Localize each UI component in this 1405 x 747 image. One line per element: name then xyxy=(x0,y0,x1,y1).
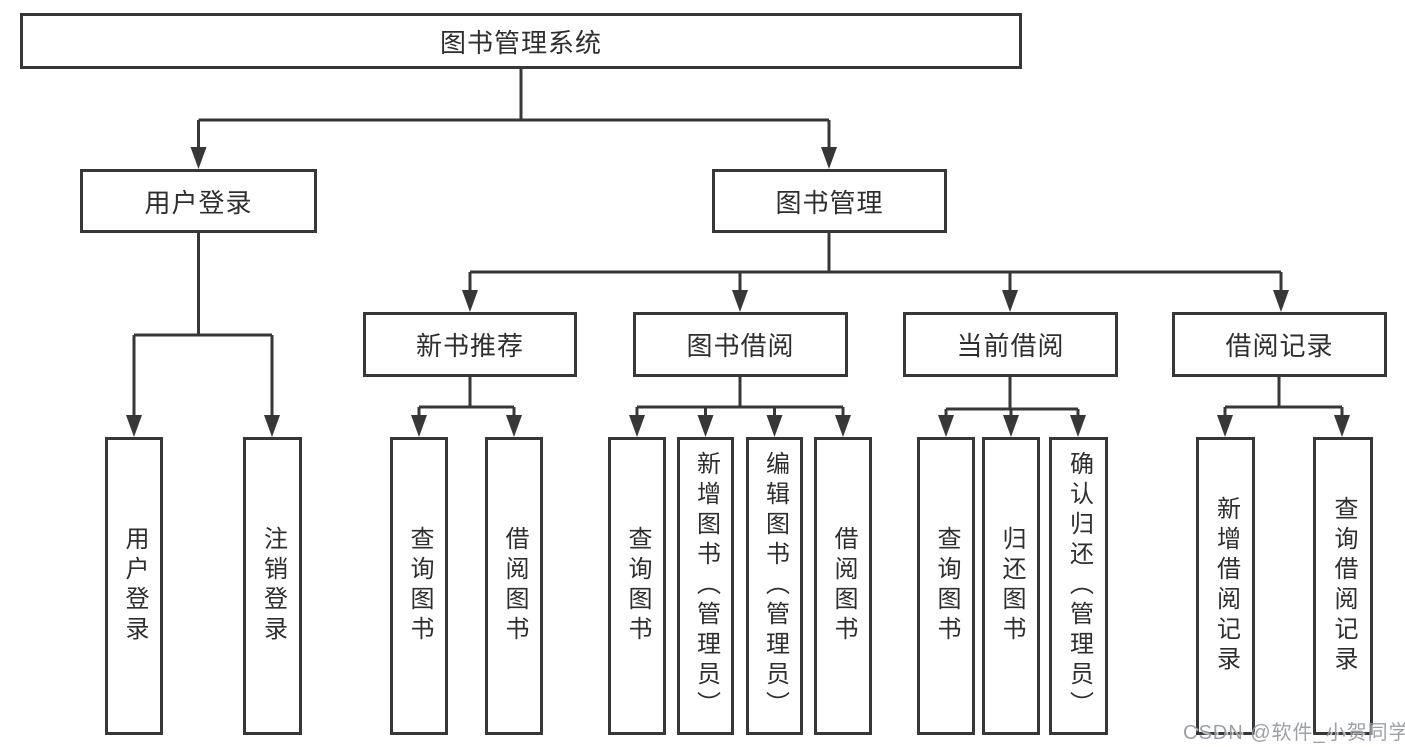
node-label: 图书管理系统 xyxy=(439,27,602,58)
node-book-management: 图书管理 xyxy=(712,169,947,233)
leaf-query-books-recommend: 查询图书 xyxy=(390,437,448,735)
node-label: 用户登录 xyxy=(144,187,253,218)
node-label: 借阅图书 xyxy=(830,526,857,646)
node-label: 注销登录 xyxy=(259,526,287,646)
node-label: 查询图书 xyxy=(406,526,433,646)
node-label: 归还图书 xyxy=(998,526,1025,646)
node-label: 图书借阅 xyxy=(686,331,795,361)
node-book-borrowing: 图书借阅 xyxy=(633,312,848,377)
csdn-watermark: CSDN @软件_小贺同学 xyxy=(1183,722,1405,744)
node-label: 当前借阅 xyxy=(956,331,1065,361)
leaf-borrow-books: 借阅图书 xyxy=(814,437,872,735)
node-label: 用户登录 xyxy=(121,526,148,646)
node-new-book-recommend: 新书推荐 xyxy=(363,312,577,377)
node-label: 确认归还（管理员） xyxy=(1065,451,1093,721)
leaf-confirm-return-admin: 确认归还（管理员） xyxy=(1049,437,1108,735)
node-label: 新增图书（管理员） xyxy=(692,451,720,721)
tree-edges xyxy=(132,66,1344,420)
node-label: 新增借阅记录 xyxy=(1212,496,1240,676)
node-label: 编辑图书（管理员） xyxy=(761,451,789,721)
node-user-login: 用户登录 xyxy=(80,169,317,233)
leaf-query-books-borrowing: 查询图书 xyxy=(608,437,666,735)
node-label: 借阅记录 xyxy=(1225,331,1334,361)
leaf-user-login: 用户登录 xyxy=(105,437,163,735)
leaf-return-books: 归还图书 xyxy=(982,437,1040,735)
node-borrow-records: 借阅记录 xyxy=(1172,312,1387,377)
arrowheads xyxy=(126,147,1350,437)
leaf-logout: 注销登录 xyxy=(243,437,302,735)
node-current-borrowing: 当前借阅 xyxy=(903,312,1118,377)
node-label: 查询借阅记录 xyxy=(1330,496,1357,676)
leaf-borrow-books-recommend: 借阅图书 xyxy=(485,437,543,735)
node-label: 图书管理 xyxy=(775,187,884,218)
leaf-add-borrow-record: 新增借阅记录 xyxy=(1196,437,1255,735)
leaf-query-books-current: 查询图书 xyxy=(917,437,975,735)
leaf-add-books-admin: 新增图书（管理员） xyxy=(677,437,734,735)
node-label: 新书推荐 xyxy=(415,331,524,361)
node-label: 查询图书 xyxy=(624,526,651,646)
node-label: 查询图书 xyxy=(933,526,960,646)
node-label: 借阅图书 xyxy=(501,526,528,646)
node-root-library-system: 图书管理系统 xyxy=(20,13,1022,69)
leaf-edit-books-admin: 编辑图书（管理员） xyxy=(746,437,803,735)
leaf-query-borrow-record: 查询借阅记录 xyxy=(1313,437,1373,735)
